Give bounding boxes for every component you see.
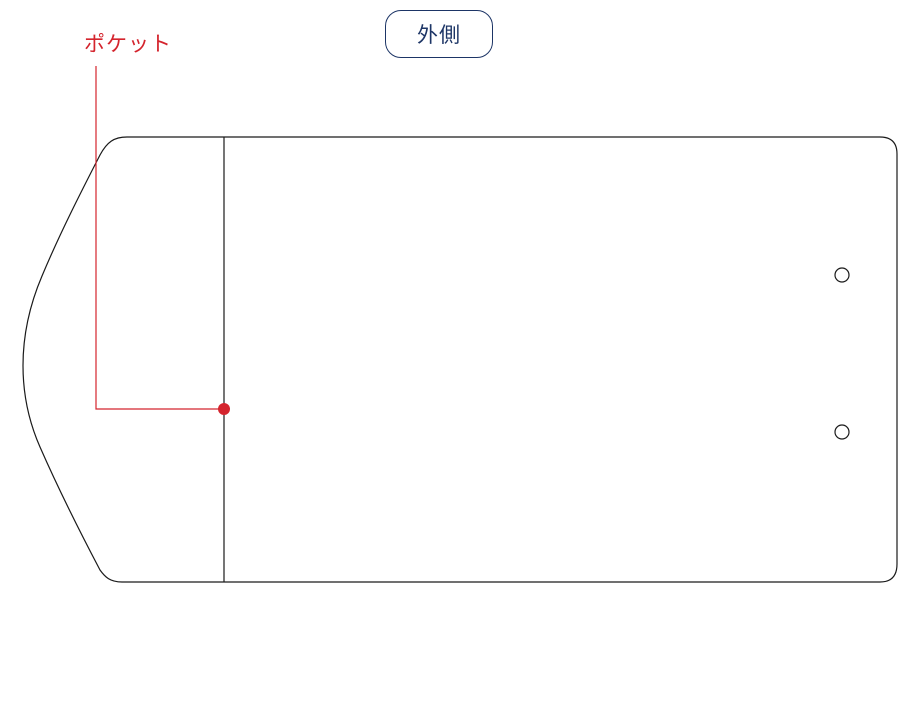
binder-hole-bottom	[834, 424, 850, 440]
pocket-callout-dot	[218, 403, 230, 415]
folder-outline	[22, 136, 898, 583]
pocket-callout-leader	[95, 66, 224, 410]
binder-hole-top	[834, 267, 850, 283]
side-label-badge: 外側	[385, 10, 493, 58]
side-label-text: 外側	[417, 23, 461, 47]
pocket-callout-label: ポケット	[84, 32, 172, 56]
